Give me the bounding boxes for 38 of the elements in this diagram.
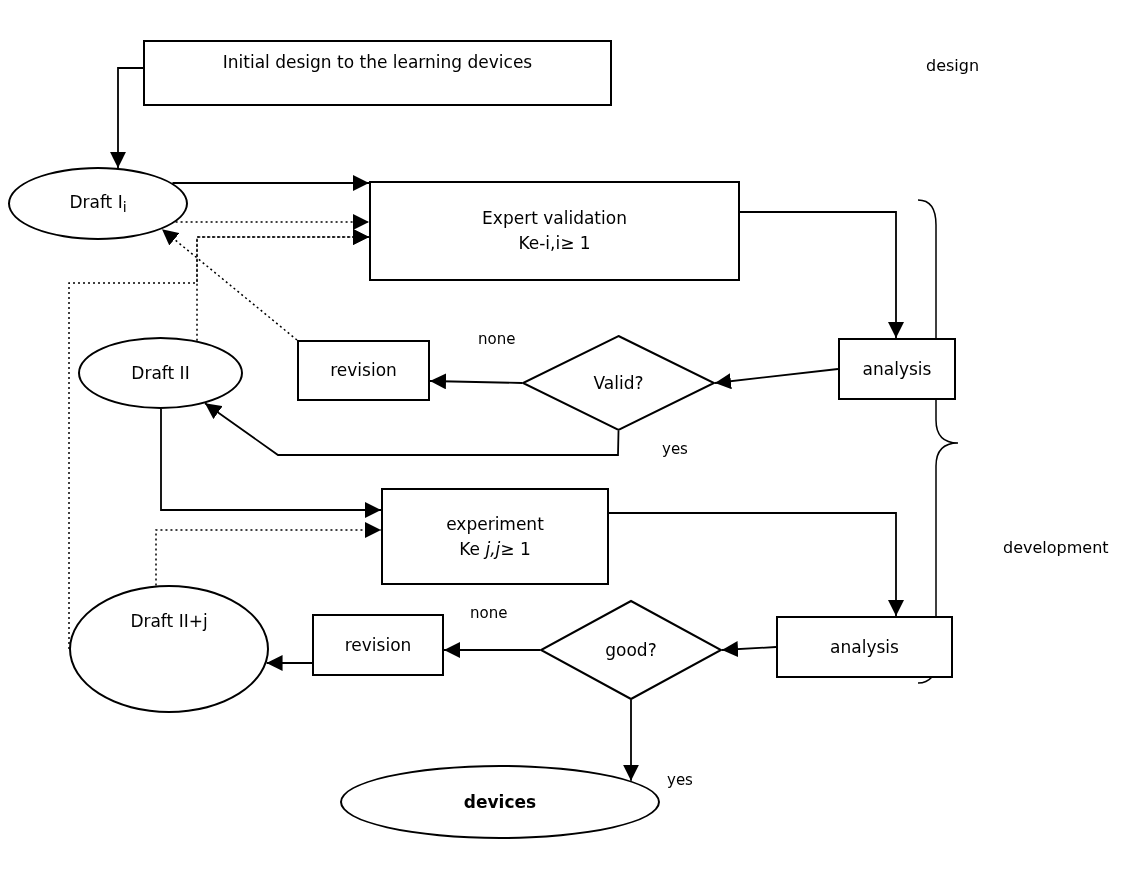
arrow <box>443 642 541 658</box>
node-text: revision <box>344 633 412 657</box>
phase-label: development <box>1003 538 1109 557</box>
arrow <box>608 512 904 617</box>
process-box <box>143 40 612 106</box>
node-text: experiment <box>446 512 544 536</box>
arrow <box>714 368 839 390</box>
arrow <box>204 402 620 456</box>
node-text: Ke j,j≥ 1 <box>459 537 531 561</box>
arrow <box>160 408 382 518</box>
dotted-arrow <box>174 214 370 230</box>
dotted-arrow <box>155 522 382 587</box>
node-text: Valid? <box>593 371 644 395</box>
arrow <box>171 175 370 191</box>
phase-label: design <box>926 56 980 75</box>
dotted-arrow <box>161 228 298 341</box>
arrow <box>739 211 904 339</box>
process-box <box>312 614 444 676</box>
node-text: Draft I$_{i}$ <box>69 190 127 217</box>
arrow <box>623 699 639 782</box>
arrow <box>721 641 777 658</box>
node-text: good? <box>605 638 657 662</box>
node-text: analysis <box>830 635 899 659</box>
node-text: revision <box>330 359 397 383</box>
process-box <box>381 488 609 585</box>
process-box <box>776 616 953 678</box>
node-text: devices <box>463 790 537 814</box>
arrow <box>429 373 523 390</box>
node-text: Initial design to the learning devices <box>222 51 533 74</box>
process-box <box>369 181 740 281</box>
process-box <box>297 340 430 401</box>
node-text: analysis <box>862 357 932 381</box>
process-box <box>838 338 956 400</box>
node-text: Expert validation <box>482 207 627 231</box>
node-text: Draft II <box>131 361 190 385</box>
arrow <box>110 67 144 169</box>
node-text: Draft II+j <box>130 610 208 633</box>
node-text: Ke-i,i≥ 1 <box>518 232 591 255</box>
